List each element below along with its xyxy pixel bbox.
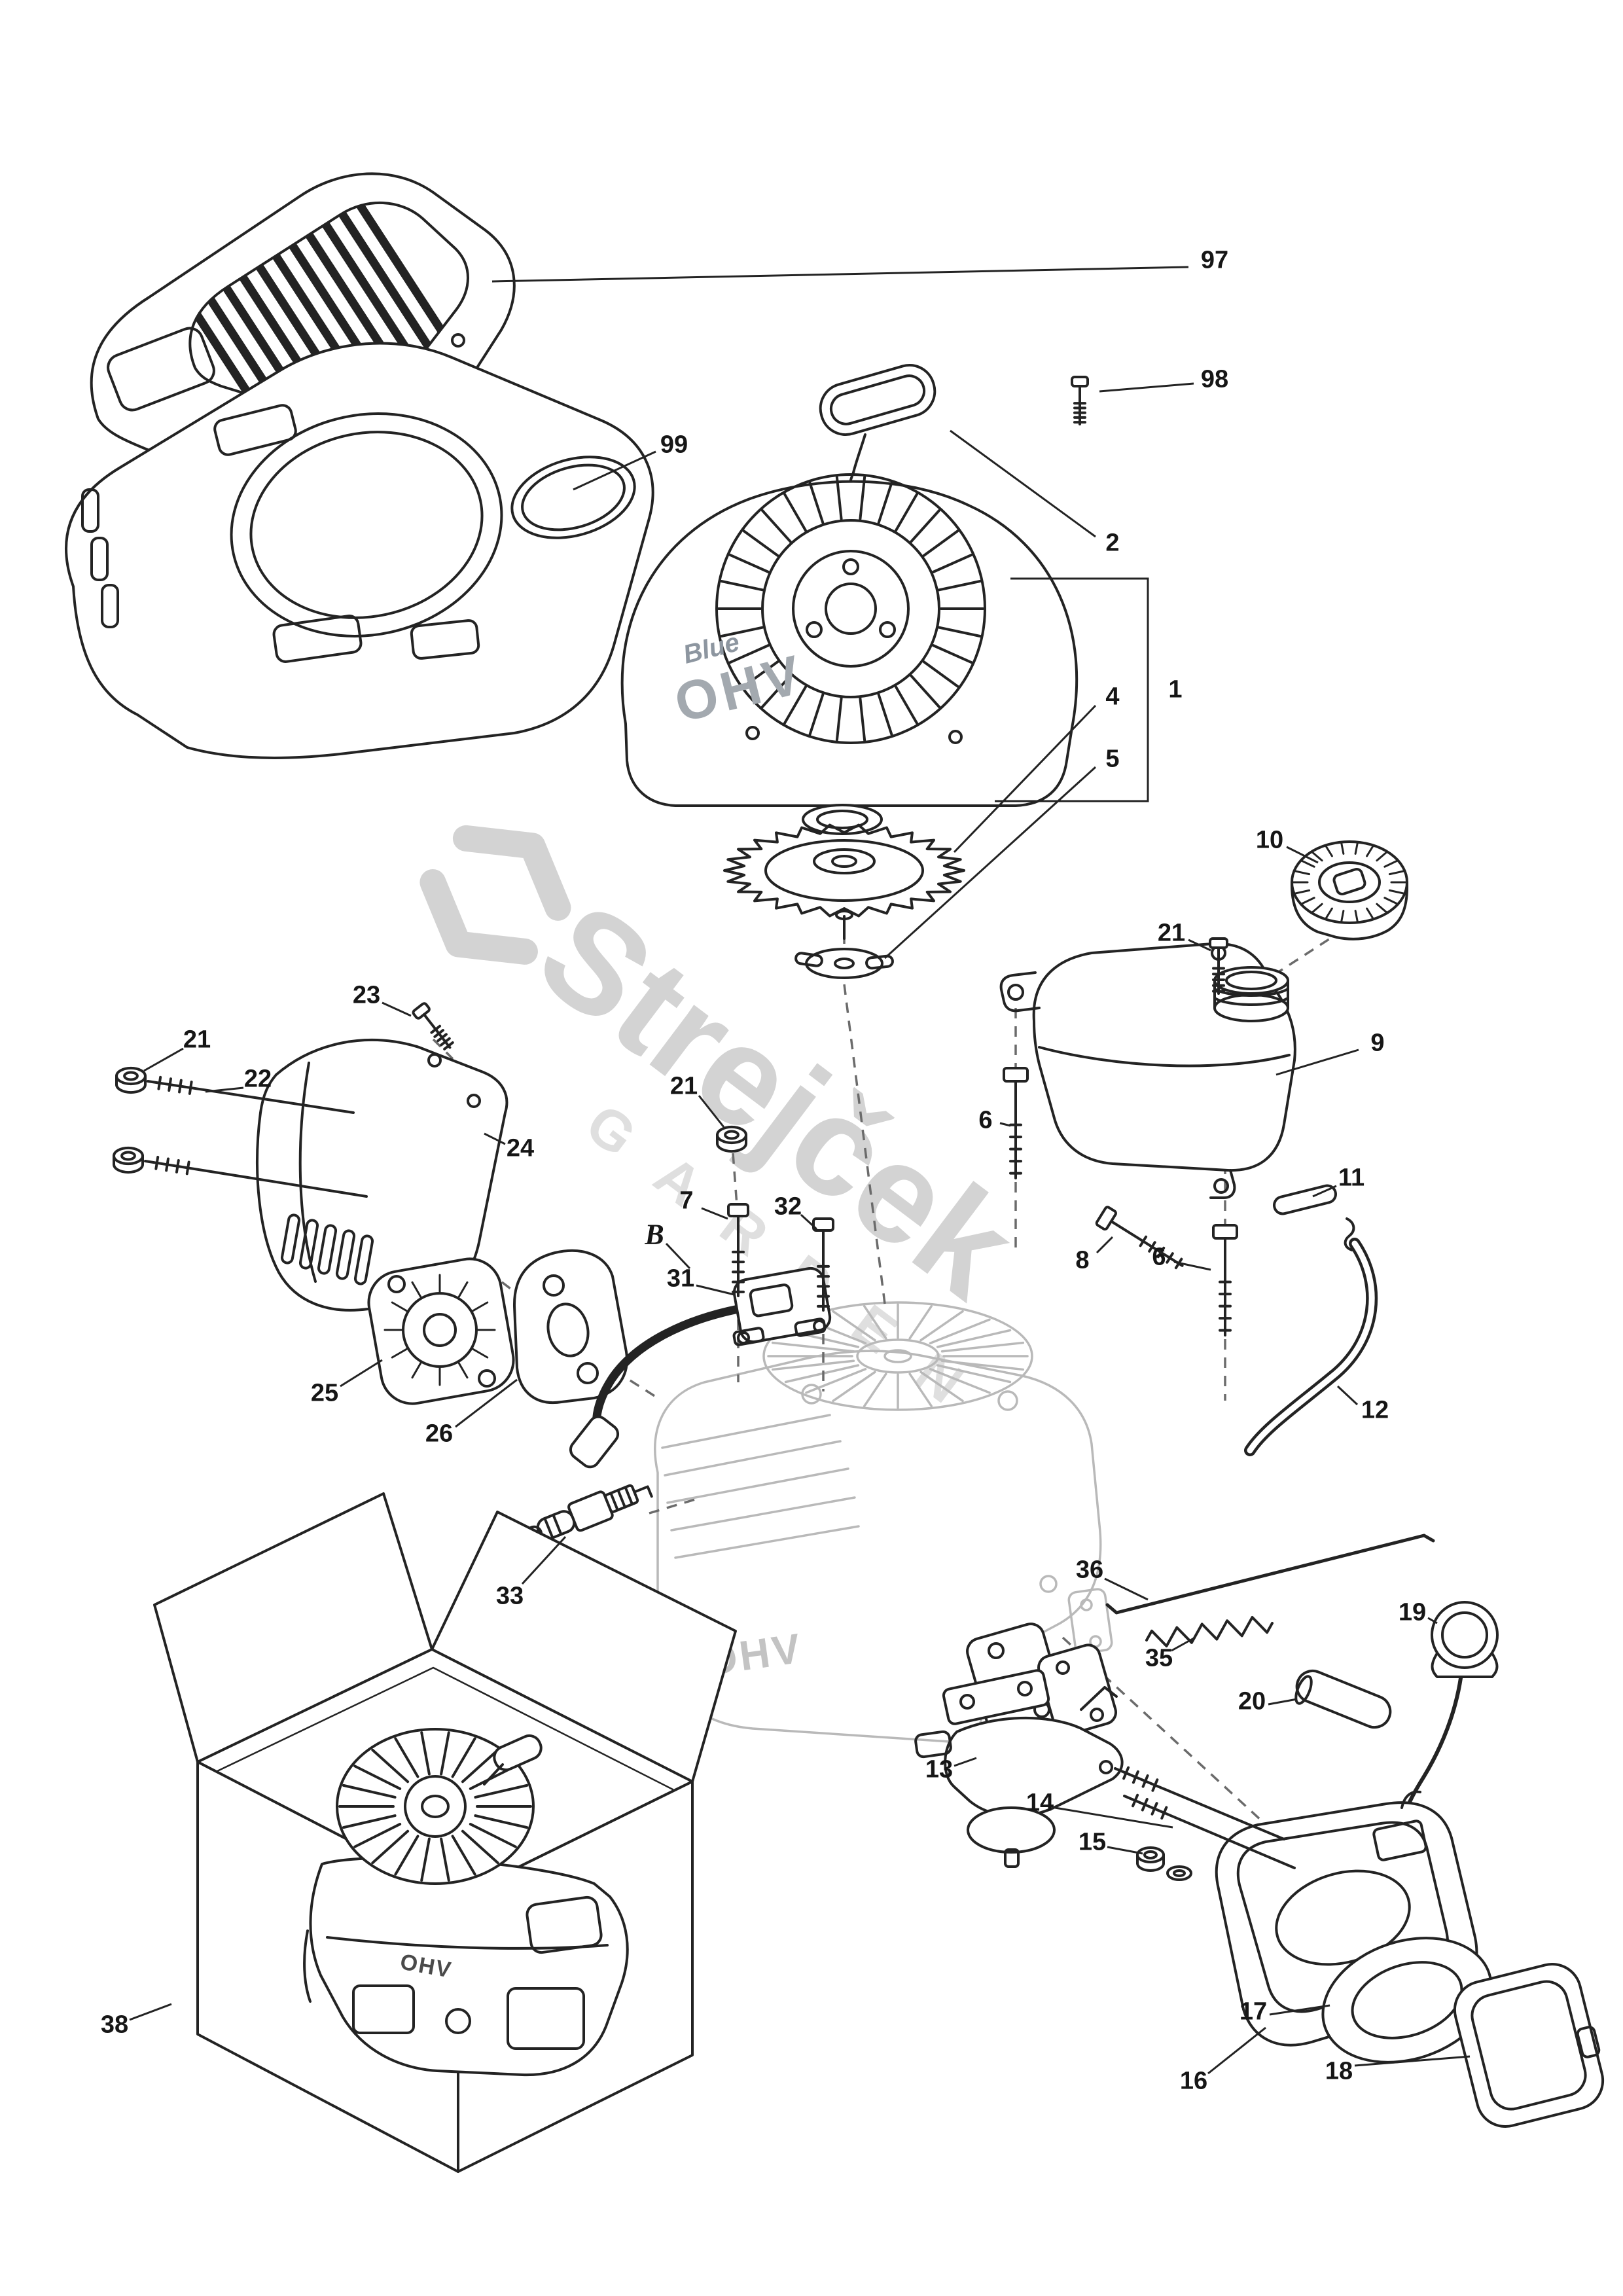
part-carburetor <box>914 1669 1124 1868</box>
part-throttle-rod <box>1105 1534 1435 1615</box>
part-blower-housing: Blue OHV <box>620 473 1079 807</box>
part-lower-cover <box>65 342 654 759</box>
fasteners-group <box>113 376 1296 1881</box>
part-fuel-cap <box>1291 840 1408 941</box>
leader-lines <box>129 266 1471 2075</box>
part-fuel-pipe <box>1273 1184 1355 1251</box>
part-fuel-tank <box>999 942 1296 1199</box>
part-fuel-hose <box>1244 1238 1378 1456</box>
part-muffler <box>367 1257 515 1405</box>
part-air-filter-cover <box>1453 1962 1605 2128</box>
part-boxed-engine: OHV <box>303 1728 629 2077</box>
part-ignition-coil <box>569 1266 832 1469</box>
part-starter-pawl <box>794 910 894 979</box>
watermark-logo <box>419 825 571 965</box>
part-spark-plug <box>526 1484 653 1543</box>
part-hose-piece <box>1294 1669 1392 1729</box>
part-fan-pulley <box>723 804 965 918</box>
part-primer-bulb <box>1404 1601 1499 1816</box>
part-air-filter-element <box>1321 1937 1493 2064</box>
part-governor-spring <box>1145 1616 1274 1647</box>
part-exhaust-gasket <box>512 1249 628 1404</box>
